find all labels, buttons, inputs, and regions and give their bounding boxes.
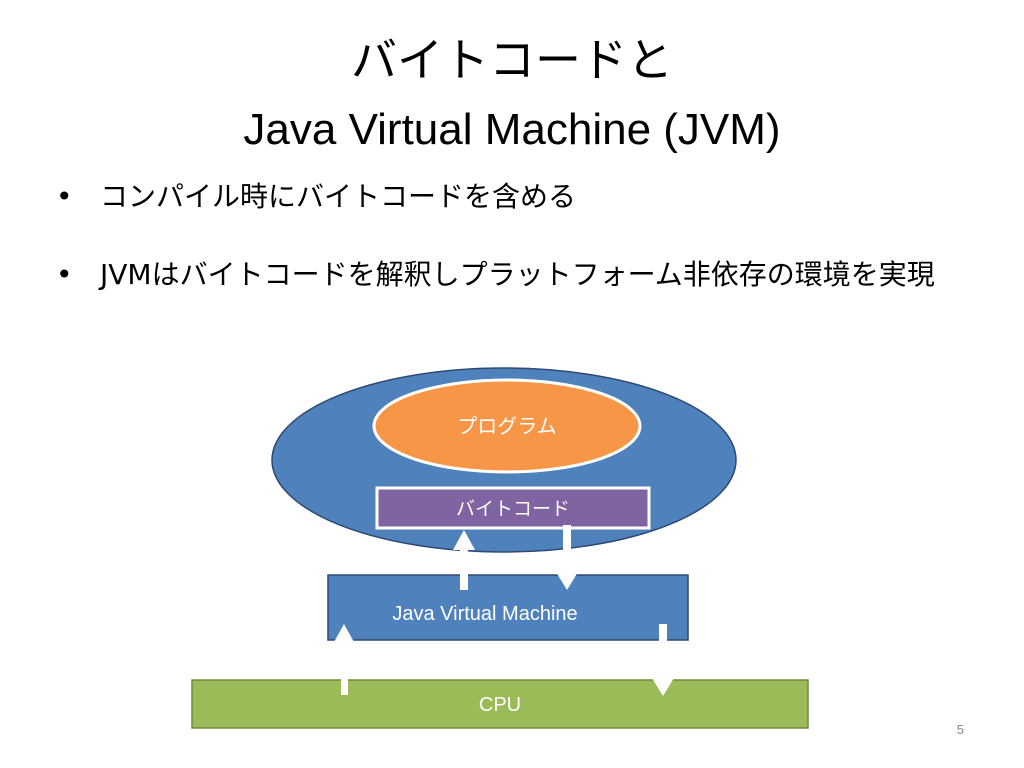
bullet-list: • コンパイル時にバイトコードを含める • JVMはバイトコードを解釈しプラット… [56,178,976,294]
bullet-text: コンパイル時にバイトコードを含める [100,180,577,213]
slide-title-line1: バイトコードと [351,33,673,87]
bytecode-label: バイトコード [456,498,570,520]
program-label: プログラム [457,414,556,438]
bullet-item: • JVMはバイトコードを解釈しプラットフォーム非依存の環境を実現 [56,256,976,294]
up-arrow-icon [334,624,354,695]
bytecode-box [375,486,651,530]
bullet-item: • コンパイル時にバイトコードを含める [56,178,976,216]
program-ellipse [372,378,642,474]
down-arrow-icon [652,624,674,696]
up-arrow-icon [453,530,475,590]
jvm-label: Java Virtual Machine [392,603,577,625]
cpu-label: CPU [479,694,521,716]
jvm-box [327,574,689,641]
cpu-box [191,679,809,729]
bullet-marker: • [56,180,73,213]
bullet-marker: • [56,258,73,291]
slide-number: 5 [956,722,964,737]
down-arrow-icon [556,525,578,590]
bullet-text: JVMはバイトコードを解釈しプラットフォーム非依存の環境を実現 [100,258,935,291]
slide-title-line2: Java Virtual Machine (JVM) [243,105,781,154]
